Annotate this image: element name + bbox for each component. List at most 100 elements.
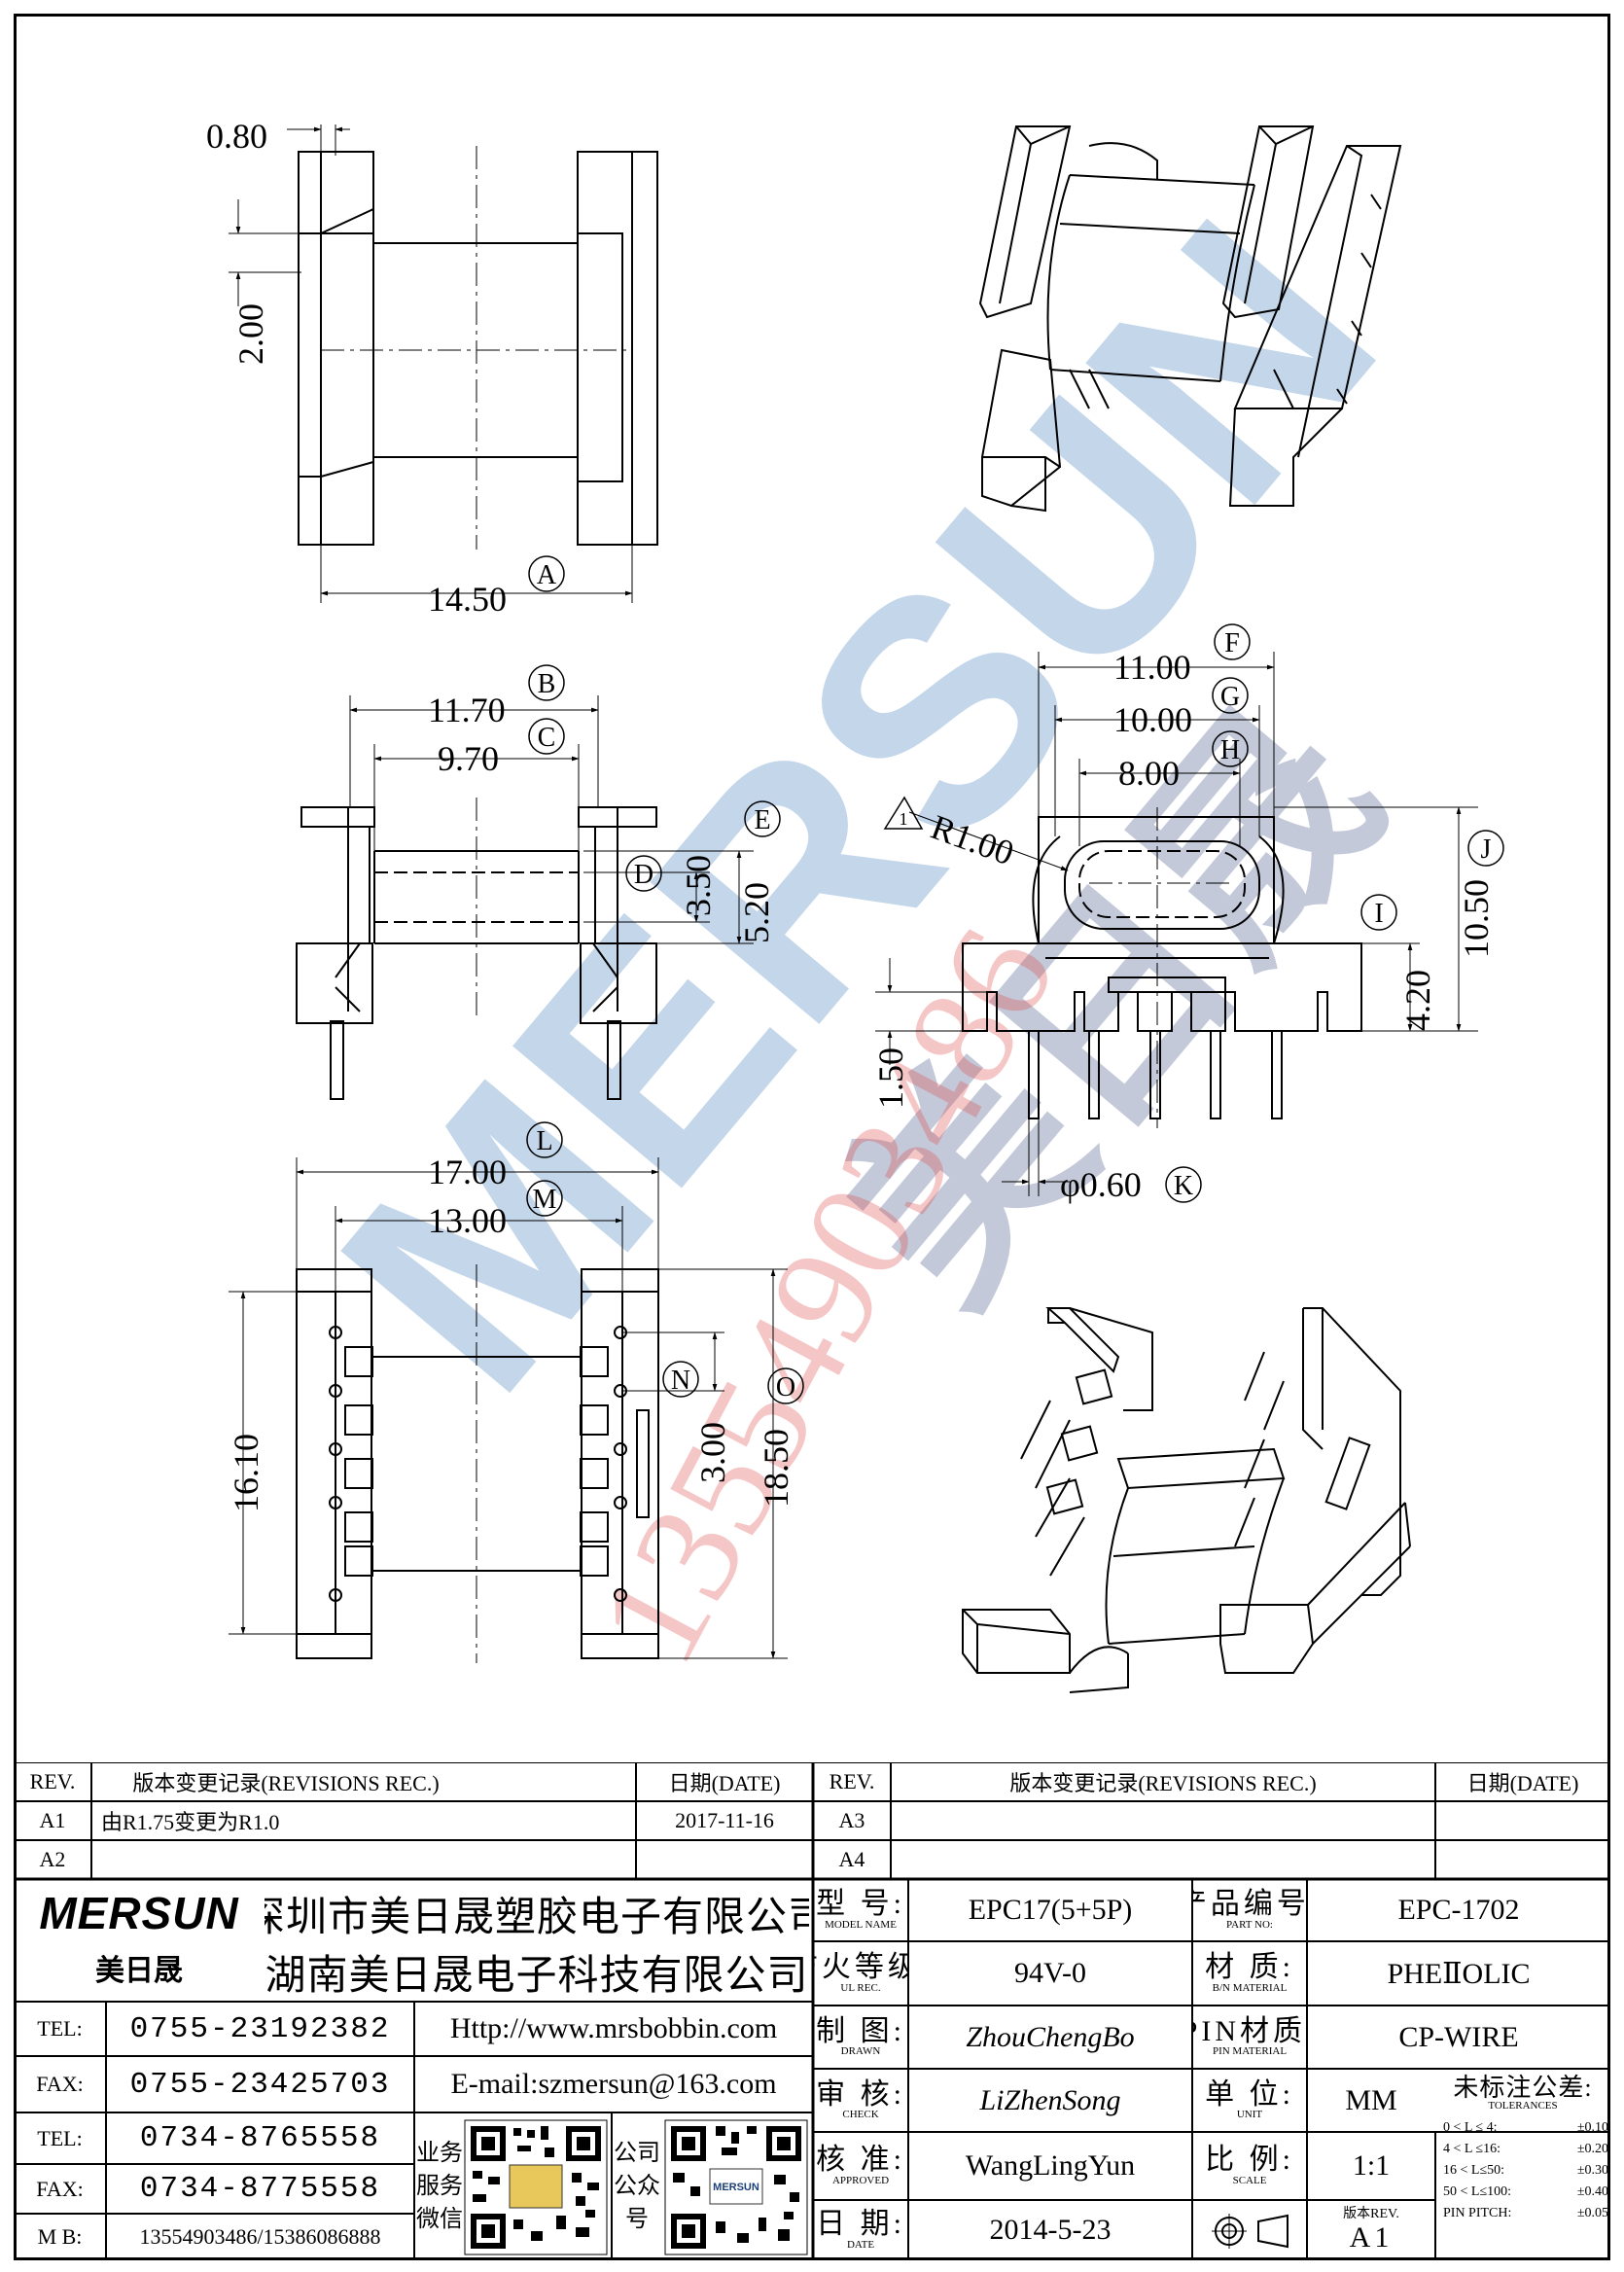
dim-1100: 11.00: [1113, 648, 1191, 687]
dim-520: 5.20: [737, 882, 776, 943]
contact-label-1: TEL:: [37, 2016, 83, 2041]
check-label: 审 核:CHECK: [816, 2077, 905, 2121]
company-logo-cn: 美日晟: [95, 1954, 183, 1988]
svg-text:E: E: [754, 805, 770, 835]
svg-text:L: L: [536, 1126, 552, 1156]
unit-label: 单 位:UNIT: [1205, 2077, 1294, 2121]
dim-1850: 18.50: [757, 1429, 795, 1508]
rev-left-header-date: 日期(DATE): [668, 1771, 781, 1795]
rev-left-row1-date: 2017-11-16: [675, 1808, 774, 1832]
company-name-2: 湖南美日晟电子科技有限公司: [265, 1953, 809, 1999]
dim-1610: 16.10: [227, 1434, 265, 1512]
ref-o: O: [767, 1367, 804, 1404]
date-label: 日 期:DATE: [816, 2208, 905, 2251]
qr-code-official-account[interactable]: MERSUN: [663, 2118, 809, 2256]
rev-right-row2-rev: A4: [838, 1847, 865, 1871]
ref-l: L: [526, 1121, 563, 1158]
check-value: LiZhenSong: [979, 2083, 1121, 2116]
dim-1450: 14.50: [428, 580, 507, 619]
projection-symbol-icon: [1212, 2214, 1289, 2249]
svg-text:D: D: [634, 860, 653, 890]
dim-800: 8.00: [1118, 754, 1180, 793]
ul-label: 防火等级:UL REC.: [813, 1951, 908, 1994]
model-label: 型 号:MODEL NAME: [816, 1888, 905, 1931]
contact-value-5: 13554903486/15386086888: [139, 2224, 381, 2249]
drawn-label: 制 图:DRAWN: [816, 2014, 905, 2058]
dim-1700: 17.00: [428, 1153, 507, 1191]
dim-150: 1.50: [871, 1047, 910, 1109]
reference-bubbles: A B C D E F G H I J K L M N O 1: [526, 555, 1504, 1404]
dim-phi060: φ0.60: [1060, 1165, 1142, 1204]
contact-value-2: 0755-23425703: [129, 2067, 391, 2102]
rev-right-row1-rev: A3: [838, 1808, 865, 1832]
svg-text:J: J: [1481, 834, 1492, 865]
qr2-logo: MERSUN: [713, 2182, 759, 2193]
approved-value: WangLingYun: [965, 2149, 1136, 2182]
dim-350: 3.50: [679, 855, 718, 916]
svg-text:I: I: [1374, 899, 1383, 929]
scale-label: 比 例:SCALE: [1205, 2144, 1294, 2186]
ref-m: M: [526, 1180, 563, 1217]
ref-a: A: [528, 555, 565, 592]
scale-value: 1:1: [1352, 2149, 1391, 2182]
email-link[interactable]: E-mail:szmersun@163.com: [450, 2068, 777, 2100]
company-logo: MERSUN: [39, 1888, 239, 1938]
ref-triangle-label: 1: [900, 809, 908, 829]
dim-1300: 13.00: [428, 1201, 507, 1240]
dim-200: 2.00: [231, 303, 270, 365]
svg-text:A: A: [537, 560, 557, 590]
dimension-texts: 0.80 2.00 14.50 11.70 9.70 3.50 5.20 11.…: [206, 117, 1496, 1512]
title-block: REV. 版本变更记录(REVISIONS REC.) 日期(DATE) A1 …: [14, 1762, 1610, 2260]
dim-080: 0.80: [206, 117, 267, 156]
svg-text:F: F: [1224, 628, 1240, 658]
contact-value-4: 0734-8775558: [139, 2172, 381, 2206]
svg-text:M: M: [533, 1185, 557, 1215]
bottom-view: [229, 1157, 788, 1663]
rev-left-row2-rev: A2: [39, 1847, 66, 1871]
title-block-grid: [14, 1762, 1610, 2260]
ref-n: N: [662, 1361, 699, 1398]
model-value: EPC17(5+5P): [968, 1894, 1133, 1926]
qr-code-wechat[interactable]: [463, 2118, 609, 2256]
ref-e: E: [744, 800, 781, 837]
rev-left-row1-desc: 由R1.75变更为R1.0: [101, 1810, 280, 1834]
unit-value: MM: [1345, 2083, 1397, 2116]
ref-j: J: [1467, 830, 1504, 867]
tolerance-table: 0 < L ≤ 4:±0.10 4 < L ≤16:±0.20 16 < L≤5…: [1443, 2120, 1608, 2220]
contact-label-5: M B:: [37, 2224, 83, 2249]
material-value: PHEⅡOLIC: [1387, 1957, 1531, 1990]
rev-right-header-desc: 版本变更记录(REVISIONS REC.): [1009, 1771, 1317, 1795]
svg-text:O: O: [776, 1372, 795, 1402]
part-no-label: 产品编号:PART NO:: [1192, 1888, 1307, 1931]
company-name-1: 深圳市美日晟塑胶电子有限公司: [265, 1895, 809, 1940]
qr1-label: 业务服务微信: [416, 2141, 463, 2232]
version-cell: 版本REV.A1: [1343, 2206, 1399, 2254]
contact-value-3: 0734-8765558: [139, 2121, 381, 2155]
dim-1050: 10.50: [1457, 879, 1496, 958]
ref-k: K: [1165, 1166, 1202, 1203]
ref-g: G: [1212, 677, 1249, 714]
website-link[interactable]: Http://www.mrsbobbin.com: [449, 2012, 778, 2044]
ref-h: H: [1212, 730, 1249, 767]
svg-text:G: G: [1220, 682, 1240, 712]
qr2-label: 公司公众号: [614, 2141, 660, 2232]
dim-1170: 11.70: [428, 691, 506, 729]
tolerance-label: 未标注公差:TOLERANCES: [1453, 2073, 1593, 2112]
rev-right-header-rev: REV.: [829, 1769, 875, 1793]
svg-text:N: N: [671, 1366, 690, 1396]
rev-left-row1-rev: A1: [39, 1808, 66, 1832]
dim-r100: R1.00: [926, 807, 1018, 872]
top-view: [229, 124, 658, 603]
dim-420: 4.20: [1398, 970, 1437, 1031]
contact-value-1: 0755-23192382: [129, 2011, 391, 2046]
contact-label-4: FAX:: [36, 2176, 84, 2201]
contact-label-3: TEL:: [37, 2125, 83, 2150]
part-no-value: EPC-1702: [1397, 1894, 1520, 1926]
date-value: 2014-5-23: [989, 2214, 1112, 2246]
svg-text:B: B: [538, 669, 556, 699]
approved-label: 核 准:APPROVED: [816, 2144, 905, 2186]
front-view: [875, 652, 1478, 1196]
svg-text:K: K: [1174, 1171, 1193, 1201]
contact-label-2: FAX:: [36, 2072, 84, 2096]
